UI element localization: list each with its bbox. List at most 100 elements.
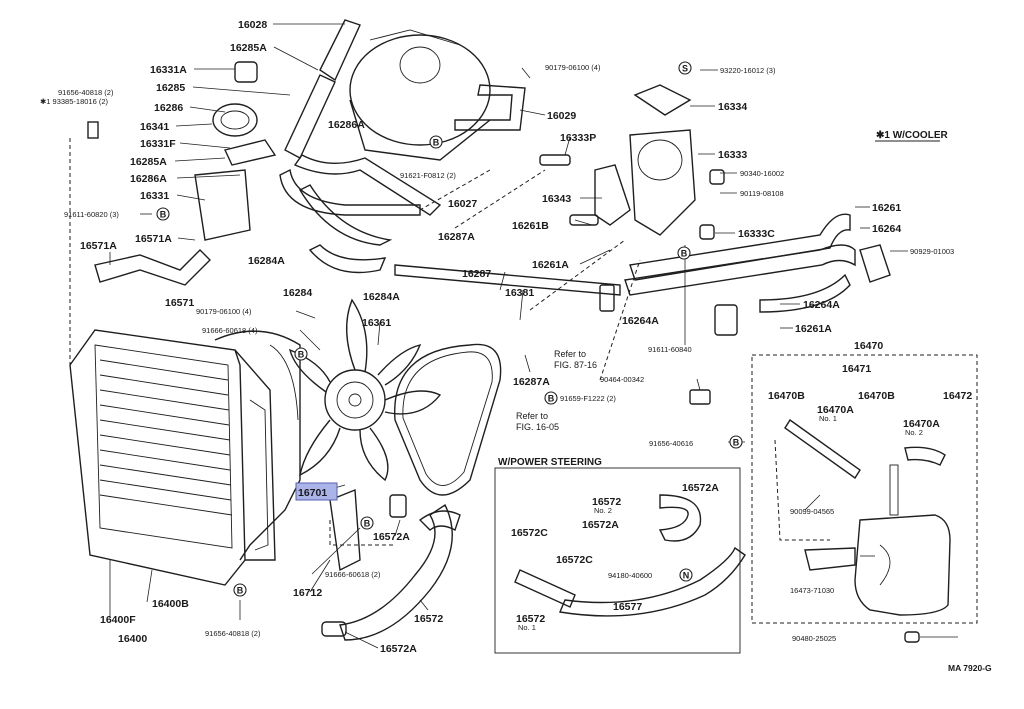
label-ps-16572C-right: 16572C bbox=[556, 554, 593, 566]
label-16331F: 16331F bbox=[140, 138, 176, 150]
label-16331: 16331 bbox=[140, 190, 169, 202]
label-16286A-center: 16286A bbox=[328, 119, 365, 131]
marker-b-4: B bbox=[294, 347, 308, 361]
label-16027: 16027 bbox=[448, 198, 477, 210]
label-16470B-right: 16470B bbox=[858, 390, 895, 402]
label-ps-16577: 16577 bbox=[613, 601, 642, 613]
marker-b-1: B bbox=[429, 135, 443, 149]
label-16572A-mid: 16572A bbox=[373, 531, 410, 543]
marker-s-1: S bbox=[678, 61, 692, 75]
label-16331A: 16331A bbox=[150, 64, 187, 76]
label-93385-18016: ✱1 93385-18016 (2) bbox=[40, 97, 109, 106]
leader-lines bbox=[109, 23, 958, 649]
label-16472: 16472 bbox=[943, 390, 972, 402]
label-ps-16572C-left: 16572C bbox=[511, 527, 548, 539]
label-ps-16572: 16572 bbox=[592, 496, 621, 508]
svg-text:B: B bbox=[433, 138, 440, 148]
fan-shroud-drawing bbox=[214, 330, 301, 561]
label-16343: 16343 bbox=[542, 193, 571, 205]
label-16286: 16286 bbox=[154, 102, 183, 114]
label-16261A-left: 16261A bbox=[532, 259, 569, 271]
label-16285: 16285 bbox=[156, 82, 185, 94]
label-90929-01003: 90929-01003 bbox=[910, 247, 954, 256]
label-16333P: 16333P bbox=[560, 132, 596, 144]
label-16571A-left: 16571A bbox=[80, 240, 117, 252]
svg-text:B: B bbox=[681, 249, 688, 259]
label-16341: 16341 bbox=[140, 121, 169, 133]
marker-b-6: B bbox=[729, 435, 743, 449]
note-refer-16-line1: Refer to bbox=[516, 411, 548, 421]
fan-belt-drawing bbox=[394, 343, 502, 496]
note-refer-87-line2: FIG. 87-16 bbox=[554, 360, 597, 370]
note-refer-16-line2: FIG. 16-05 bbox=[516, 422, 559, 432]
label-16470A-no2-sub: No. 2 bbox=[905, 428, 923, 437]
label-91656-40818-bottom: 91656-40818 (2) bbox=[205, 629, 261, 638]
power-steering-drawing bbox=[514, 494, 746, 617]
label-ps-94180-40600: 94180-40600 bbox=[608, 571, 652, 580]
label-91666-60618-bottom: 91666-60618 (2) bbox=[325, 570, 381, 579]
label-16264A-bottom: 16264A bbox=[622, 315, 659, 327]
note-refer-87-line1: Refer to bbox=[554, 349, 586, 359]
label-16400: 16400 bbox=[118, 633, 147, 645]
dashed-reference-lines bbox=[69, 138, 830, 546]
label-16470A-no1: 16470A bbox=[817, 404, 854, 416]
label-91611-60820: 91611-60820 (3) bbox=[64, 210, 119, 219]
marker-b-7: B bbox=[360, 516, 374, 530]
label-16571: 16571 bbox=[165, 297, 194, 309]
label-16571A-right: 16571A bbox=[135, 233, 172, 245]
note-w-cooler: ✱1 W/COOLER bbox=[876, 130, 948, 141]
part-labels: 16028 16285A 16331A 16285 16286 16341 16… bbox=[40, 19, 972, 655]
label-ps-16572A-mid: 16572A bbox=[582, 519, 619, 531]
diagram-reference-code: MA 7920-G bbox=[948, 663, 992, 673]
label-16286A-left: 16286A bbox=[130, 173, 167, 185]
svg-text:B: B bbox=[237, 586, 244, 596]
cooler-pipes-drawing bbox=[624, 213, 891, 313]
label-16361: 16361 bbox=[362, 317, 391, 329]
svg-text:N: N bbox=[683, 571, 690, 581]
label-16287A-top: 16287A bbox=[438, 231, 475, 243]
label-16261: 16261 bbox=[872, 202, 901, 214]
label-16284: 16284 bbox=[283, 287, 312, 299]
label-93220-16012: 93220-16012 (3) bbox=[720, 66, 776, 75]
label-16287: 16287 bbox=[462, 268, 491, 280]
label-ps-16572-no1-sub: No. 1 bbox=[518, 623, 536, 632]
label-16470A-no1-sub: No. 1 bbox=[819, 414, 837, 423]
label-90179-06100-top: 90179-06100 (4) bbox=[545, 63, 601, 72]
label-ps-16572A-top: 16572A bbox=[682, 482, 719, 494]
label-16264: 16264 bbox=[872, 223, 901, 235]
label-16029: 16029 bbox=[547, 110, 576, 122]
water-pump-drawing bbox=[349, 29, 491, 161]
label-16261B: 16261B bbox=[512, 220, 549, 232]
marker-b-5: B bbox=[544, 391, 558, 405]
label-ps-16572-no2: No. 2 bbox=[594, 506, 612, 515]
reserve-tank-group-box bbox=[751, 354, 978, 624]
svg-text:B: B bbox=[364, 519, 371, 529]
label-90119-08108: 90119-08108 bbox=[740, 189, 784, 198]
label-91659-F1222: 91659-F1222 (2) bbox=[560, 394, 616, 403]
label-16470: 16470 bbox=[854, 340, 883, 352]
svg-text:B: B bbox=[733, 438, 740, 448]
marker-b-3: B bbox=[677, 246, 691, 260]
label-16400B: 16400B bbox=[152, 598, 189, 610]
label-90340-16002: 90340-16002 bbox=[740, 169, 784, 178]
label-16712: 16712 bbox=[293, 587, 322, 599]
label-16400F: 16400F bbox=[100, 614, 136, 626]
label-16287A-bottom: 16287A bbox=[513, 376, 550, 388]
label-90179-06100-bottom: 90179-06100 (4) bbox=[196, 307, 252, 316]
label-16701: 16701 bbox=[298, 487, 327, 499]
lower-hose-drawing bbox=[339, 503, 461, 641]
marker-b-8: B bbox=[233, 583, 247, 597]
label-91656-40818-top: 91656-40818 (2) bbox=[58, 88, 114, 97]
svg-text:B: B bbox=[298, 350, 305, 360]
small-parts-drawing bbox=[87, 61, 920, 643]
label-91666-60618-top: 91666-60618 (4) bbox=[202, 326, 258, 335]
label-ps-16572-no1: 16572 bbox=[516, 613, 545, 625]
svg-text:S: S bbox=[682, 64, 688, 74]
note-w-power-steering: W/POWER STEERING bbox=[498, 457, 602, 468]
marker-b-2: B bbox=[156, 207, 170, 221]
label-16572A-bottom: 16572A bbox=[380, 643, 417, 655]
label-16333: 16333 bbox=[718, 149, 747, 161]
label-16381: 16381 bbox=[505, 287, 534, 299]
